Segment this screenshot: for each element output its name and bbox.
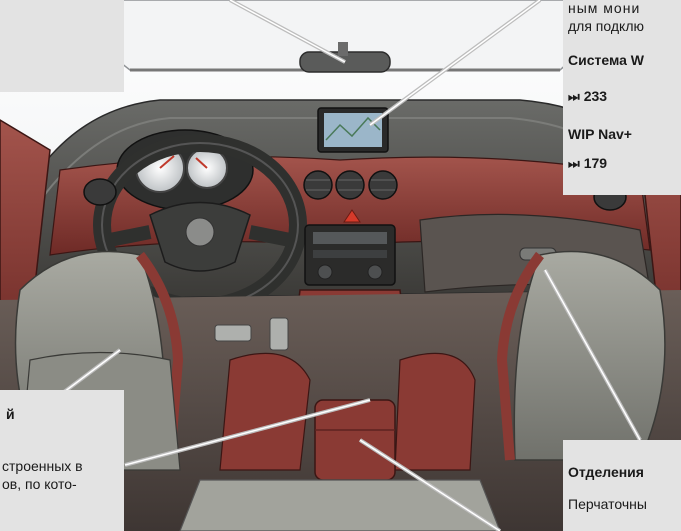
skip-forward-icon: ⏭ xyxy=(568,156,580,171)
callout-text-line: ов, по кото- xyxy=(2,476,77,492)
callout-box-bottom-right: Отделения Перчаточны xyxy=(563,440,681,531)
section-heading: WIP Nav+ xyxy=(568,126,632,142)
callout-text-line: для подклю xyxy=(568,18,644,34)
page-number: 179 xyxy=(584,155,607,171)
page-reference: ⏭ 233 xyxy=(568,88,607,105)
section-heading: Отделения xyxy=(568,464,644,480)
callout-text-line: строенных в xyxy=(2,458,83,474)
section-heading: Система W xyxy=(568,52,644,68)
page-number: 233 xyxy=(584,88,607,104)
callout-text-line: Перчаточны xyxy=(568,496,647,512)
callout-text-line: ным мони xyxy=(568,0,640,16)
page-reference: ⏭ 179 xyxy=(568,155,607,172)
section-heading: й xyxy=(6,406,15,422)
callout-box-top-left xyxy=(0,0,124,92)
callout-box-top-right: ным мони для подклю Система W ⏭ 233 WIP N… xyxy=(563,0,681,195)
callout-box-bottom-left: й строенных в ов, по кото- xyxy=(0,390,124,531)
skip-forward-icon: ⏭ xyxy=(568,89,580,104)
